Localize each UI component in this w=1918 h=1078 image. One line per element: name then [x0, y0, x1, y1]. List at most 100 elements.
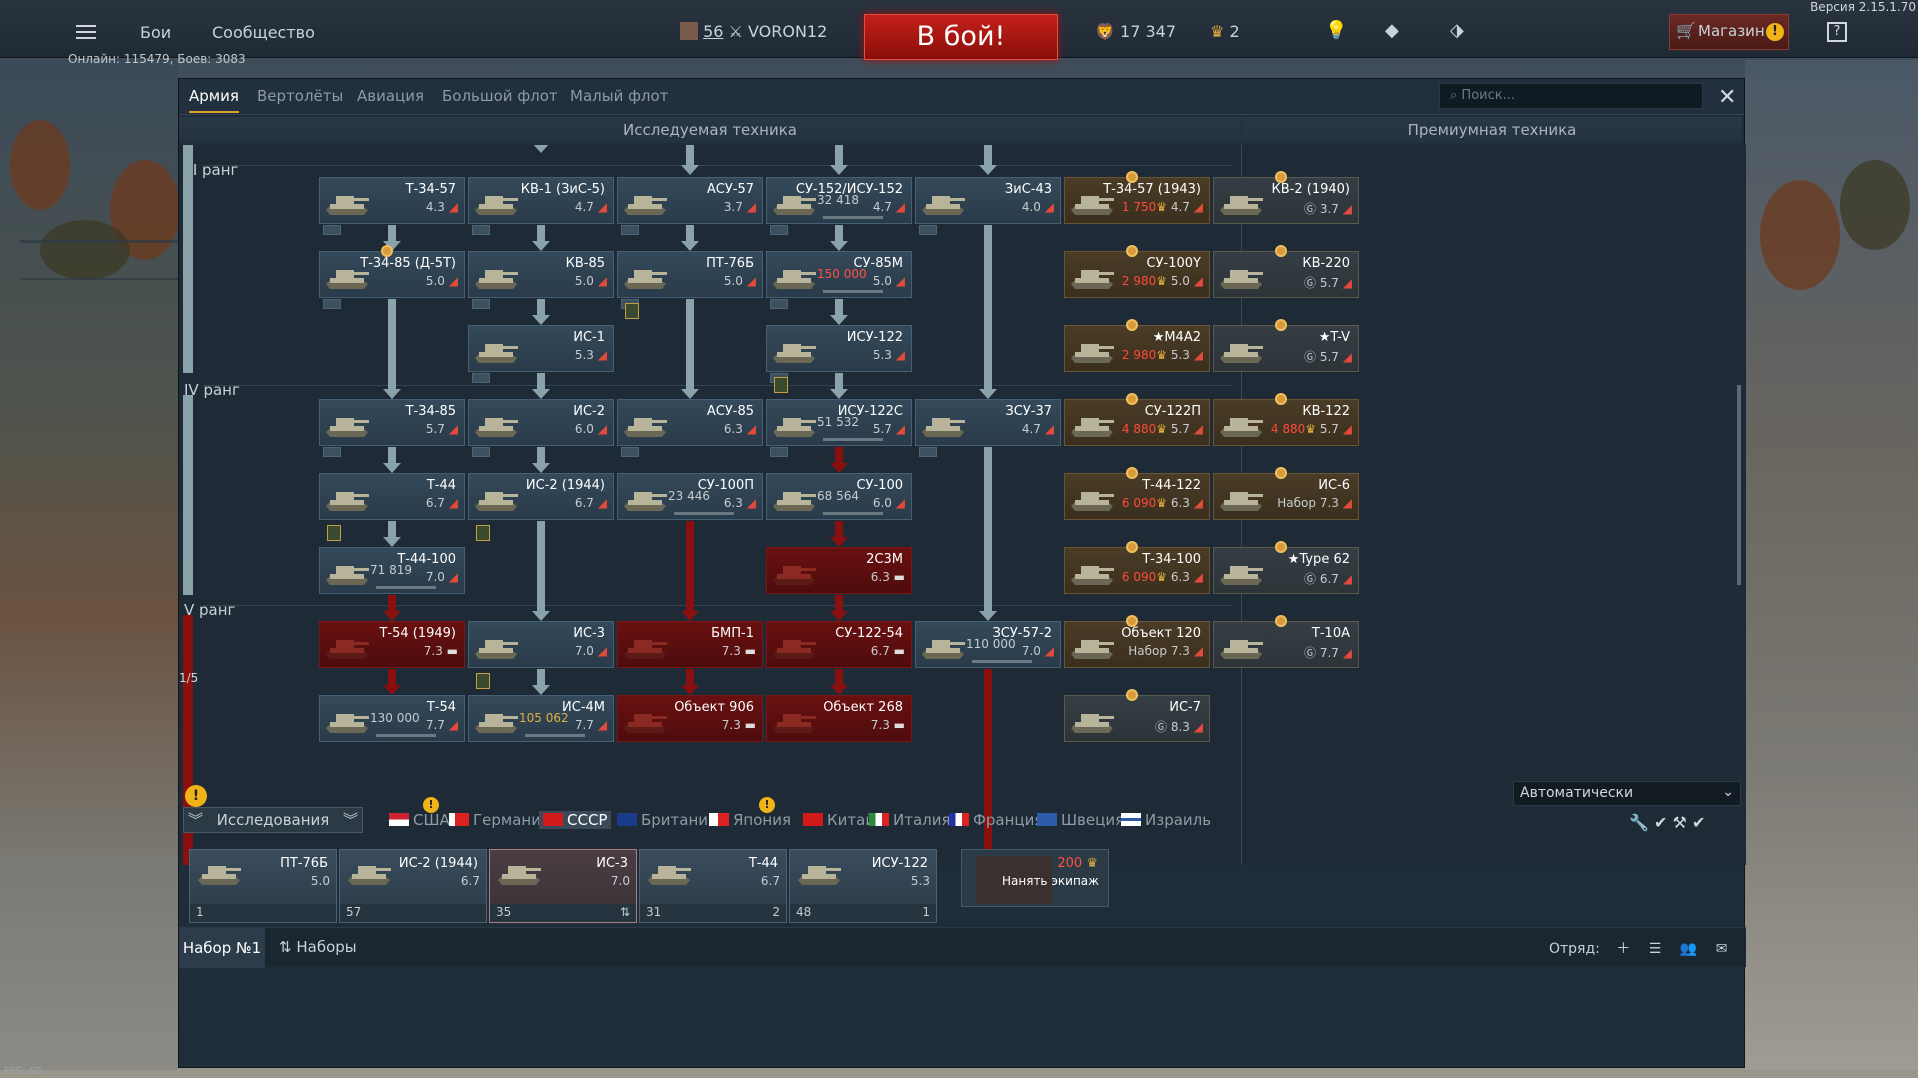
warning-icon[interactable]: ! [185, 785, 207, 807]
tab-aviation[interactable]: Авиация [357, 87, 425, 105]
tab-bluewater-fleet[interactable]: Большой флот [442, 87, 558, 105]
ticket-icon[interactable]: ⬗ [1450, 20, 1464, 41]
shop-button[interactable]: 🛒 Магазин ! [1669, 14, 1789, 50]
nation-tab[interactable]: Швеция [1037, 811, 1124, 829]
nation-tab[interactable]: Британия [617, 811, 717, 829]
tree-arrow-icon [830, 315, 848, 325]
fight-button[interactable]: В бой! [864, 14, 1058, 60]
nation-tab[interactable]: Франция [949, 811, 1043, 829]
mail-icon[interactable]: ✉ [1715, 941, 1728, 957]
nation-tab[interactable]: США [389, 811, 450, 829]
help-icon[interactable]: ? [1827, 22, 1847, 42]
research-button[interactable]: ︾Исследования︾ [183, 807, 363, 833]
tab-army[interactable]: Армия [189, 87, 239, 113]
tab-helicopters[interactable]: Вертолёты [257, 87, 344, 105]
nation-tab[interactable]: Израиль [1121, 811, 1211, 829]
repair-all-icon[interactable]: ⚒ [1672, 813, 1687, 832]
battle-rating: Ⓖ 6.7 ◢ [1304, 572, 1352, 586]
checkmark-icon[interactable]: ✔ [1654, 813, 1668, 832]
auto-select-dropdown[interactable]: Автоматически⌄ [1513, 781, 1741, 806]
nation-tab[interactable]: Япония [709, 811, 791, 829]
checkmark-icon[interactable]: ✔ [1691, 813, 1706, 832]
vehicle-card[interactable]: Т-34-85 (Д-5Т)5.0 ◢ [319, 251, 465, 298]
contacts-icon[interactable]: 👥 [1679, 941, 1698, 957]
battles-menu[interactable]: Бои [140, 23, 172, 42]
lightbulb-icon[interactable]: 💡 [1325, 20, 1348, 41]
nation-tab[interactable]: СССР [539, 811, 612, 829]
community-menu[interactable]: Сообщество [212, 23, 315, 42]
vehicle-card[interactable]: КВ-1 (ЗиС-5)4.7 ◢ [468, 177, 614, 224]
scrollbar-thumb[interactable] [1737, 385, 1741, 585]
diamond-icon[interactable]: ◆ [1385, 20, 1399, 41]
hire-crew-slot[interactable]: 200 ♛ Нанять экипаж [961, 849, 1109, 907]
tree-scrollbar[interactable] [1737, 145, 1741, 865]
nation-tab[interactable]: Китай [803, 811, 875, 829]
premium-vehicle-card[interactable]: КВ-2 (1940)Ⓖ 3.7 ◢ [1213, 177, 1359, 224]
eagle-icon: ♛ [1156, 274, 1171, 288]
hamburger-menu-icon[interactable] [76, 25, 96, 39]
premium-vehicle-card[interactable]: Т-34-57 (1943)1 750♛ 4.7 ◢ [1064, 177, 1210, 224]
add-icon[interactable]: ＋ [1616, 941, 1631, 957]
profile-badge[interactable]: 56 ⚔ VORON12 [680, 22, 827, 41]
nation-tab[interactable]: Италия [869, 811, 951, 829]
nation-tab[interactable]: Германия [449, 811, 550, 829]
preset-button[interactable]: Набор №1 [179, 928, 265, 968]
presets-button[interactable]: ⇅ Наборы [279, 938, 357, 956]
search-input[interactable]: ⌕ Поиск... [1439, 83, 1703, 109]
vehicle-card[interactable]: Т-54 (1949)7.3 ▬ [319, 621, 465, 668]
vehicle-card[interactable]: ИС-2 (1944)6.7 ◢ [468, 473, 614, 520]
list-icon[interactable]: ☰ [1648, 941, 1662, 957]
wrench-icon[interactable]: 🔧 [1629, 813, 1649, 832]
crew-marker-icon [621, 225, 639, 235]
golden-eagles-counter[interactable]: ♛ 2 [1210, 22, 1240, 41]
silver-lions-counter[interactable]: 🦁 17 347 [1095, 22, 1176, 41]
close-icon[interactable]: ✕ [1718, 85, 1737, 110]
tab-coastal-fleet[interactable]: Малый флот [570, 87, 669, 105]
